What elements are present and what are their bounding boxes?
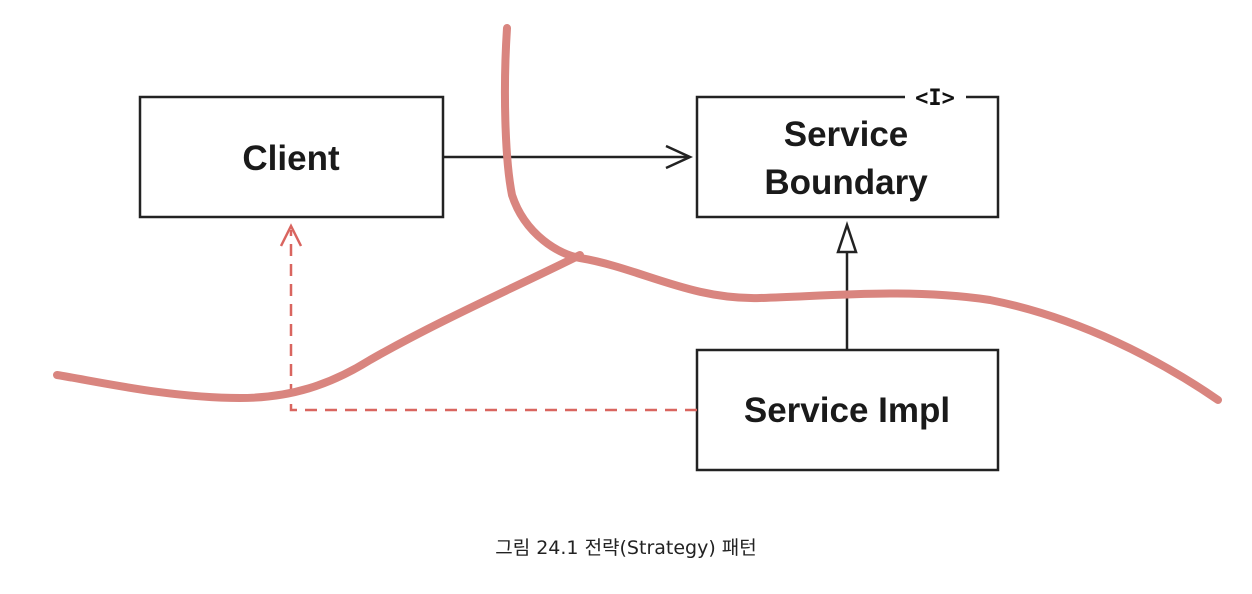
client-label: Client: [242, 139, 340, 178]
service-impl-box: [695, 348, 1000, 472]
architectural-boundary-line: [500, 24, 1222, 404]
interface-marker: <I>: [915, 86, 955, 111]
client-box: [138, 95, 445, 219]
figure-caption: 그림 24.1 전략(Strategy) 패턴: [495, 537, 757, 559]
service-boundary-label-line2: Boundary: [764, 163, 928, 202]
realization-arrowhead: [836, 221, 858, 254]
architectural-boundary-line-branch: [53, 251, 584, 402]
dependency-arrowhead: [279, 223, 303, 247]
dependency-dashed-line: [289, 230, 697, 412]
association-arrowhead: [665, 144, 694, 170]
service-impl-label: Service Impl: [744, 391, 950, 430]
service-boundary-box: [695, 95, 1000, 219]
service-boundary-label-line1: Service: [784, 115, 909, 154]
